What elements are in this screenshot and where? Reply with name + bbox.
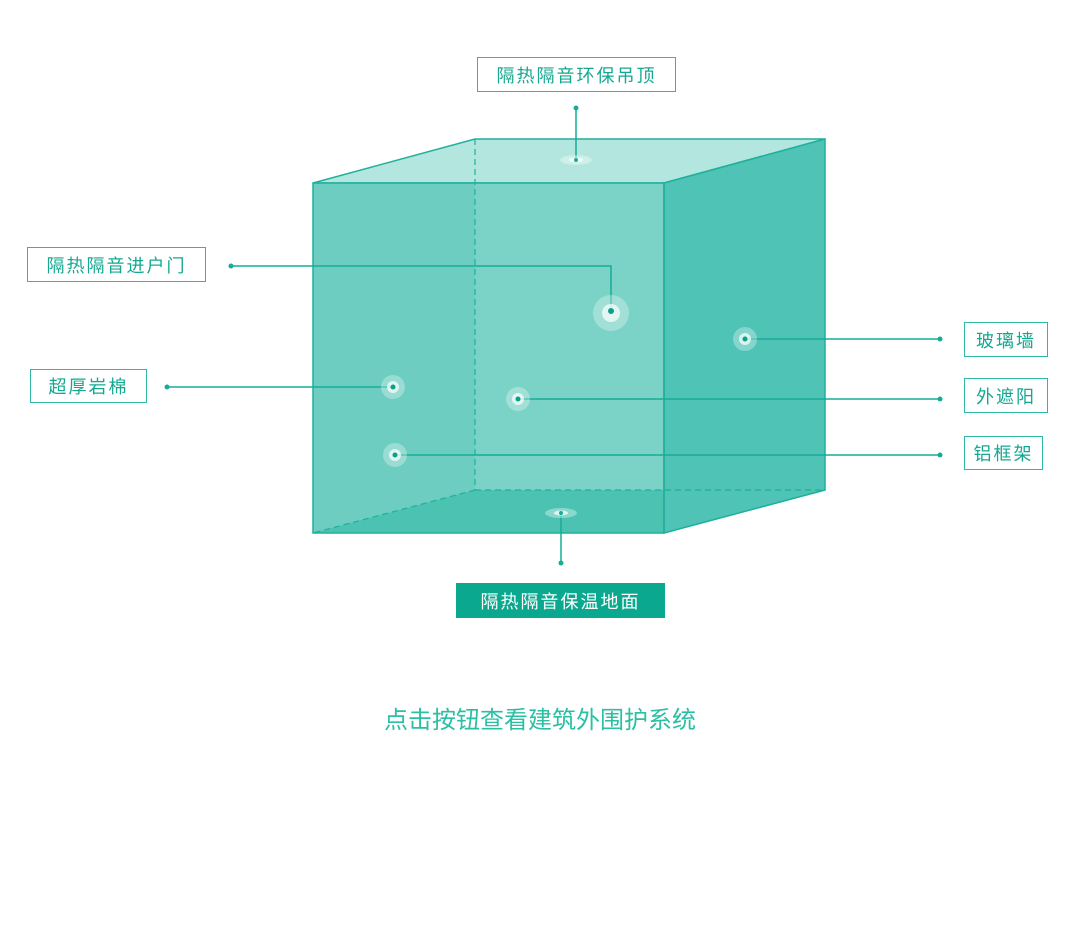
endpoint-dots bbox=[164, 105, 943, 566]
hidden-edges bbox=[312, 139, 825, 534]
door-button[interactable]: 隔热隔音进户门 bbox=[27, 247, 206, 282]
hotspot-glass-wall bbox=[733, 327, 757, 351]
hotspot-door bbox=[593, 295, 629, 331]
instruction-caption: 点击按钮查看建筑外围护系统 bbox=[384, 706, 696, 734]
hotspot-rockwool bbox=[381, 375, 405, 399]
leader-lines bbox=[167, 108, 940, 563]
hotspot-aluminum-frame bbox=[383, 443, 407, 467]
hotspot-ceiling bbox=[560, 155, 592, 165]
cube-back-wall bbox=[475, 183, 664, 490]
sunshade-button[interactable]: 外遮阳 bbox=[964, 378, 1048, 413]
hotspots[interactable] bbox=[381, 155, 757, 518]
aluminum-frame-button[interactable]: 铝框架 bbox=[964, 436, 1043, 470]
ceiling-button[interactable]: 隔热隔音环保吊顶 bbox=[477, 57, 676, 92]
floor-button[interactable]: 隔热隔音保温地面 bbox=[456, 583, 665, 618]
hotspot-floor bbox=[545, 508, 577, 518]
rockwool-button[interactable]: 超厚岩棉 bbox=[30, 369, 147, 403]
hotspot-sunshade bbox=[506, 387, 530, 411]
cube-bottom-inner bbox=[313, 490, 664, 533]
glass-wall-button[interactable]: 玻璃墙 bbox=[964, 322, 1048, 357]
